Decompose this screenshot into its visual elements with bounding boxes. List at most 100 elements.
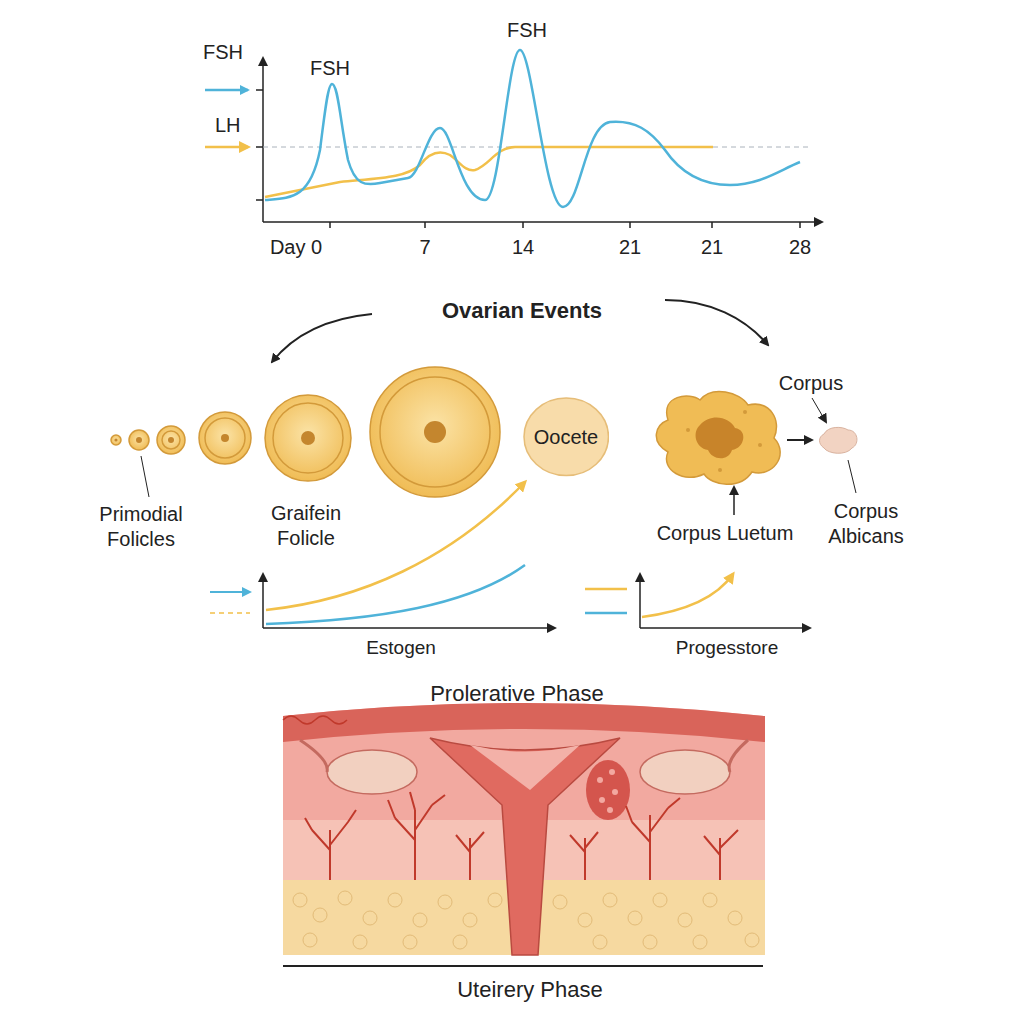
- path-shape: [265, 50, 800, 207]
- path-shape: [642, 574, 733, 617]
- path-shape: [305, 810, 356, 880]
- text-label: Ovarian Events: [442, 297, 602, 325]
- text-label: Day 0: [270, 235, 322, 260]
- circle-shape: [370, 367, 500, 497]
- line-shape: [848, 460, 856, 493]
- circle-shape: [273, 403, 343, 473]
- circle-shape: [743, 410, 747, 414]
- line-shape: [256, 146, 263, 148]
- circle-shape: [603, 893, 617, 907]
- circle-shape: [136, 437, 142, 443]
- circle-shape: [578, 913, 592, 927]
- circle-shape: [593, 935, 607, 949]
- circle-shape: [199, 412, 251, 464]
- path-shape: [283, 703, 765, 742]
- corpus-albicans: [820, 427, 857, 453]
- circle-shape: [301, 431, 315, 445]
- line-shape: [424, 222, 426, 228]
- text-label: FSH: [310, 56, 350, 81]
- g-shape: [597, 769, 618, 813]
- text-label: FSH: [203, 40, 243, 65]
- circle-shape: [265, 395, 351, 481]
- circle-shape: [168, 437, 174, 443]
- line-shape: [256, 89, 263, 91]
- circle-shape: [303, 933, 317, 947]
- ellipse-shape: [640, 750, 730, 794]
- circle-shape: [609, 769, 615, 775]
- line-shape: [711, 222, 713, 228]
- circle-shape: [653, 893, 667, 907]
- circle-shape: [553, 895, 567, 909]
- oocyte-circle: Oocete: [523, 397, 609, 477]
- circle-shape: [293, 893, 307, 907]
- text-label: Prolerative Phase: [430, 680, 604, 708]
- circle-shape: [643, 935, 657, 949]
- line-shape: [210, 612, 250, 614]
- circle-shape: [745, 933, 759, 947]
- circle-shape: [424, 421, 446, 443]
- text-label: LH: [215, 113, 241, 138]
- circle-shape: [612, 789, 618, 795]
- text-label: Estogen: [366, 636, 436, 660]
- text-label: Progesstore: [676, 636, 778, 660]
- line-shape: [812, 398, 826, 422]
- line-shape: [262, 574, 264, 628]
- text-label: Graifein Folicle: [256, 501, 356, 551]
- ellipse-shape: [327, 750, 417, 794]
- uterus-illustration: [283, 703, 765, 955]
- path-shape: [656, 392, 780, 485]
- circle-shape: [162, 431, 180, 449]
- line-shape: [262, 58, 264, 222]
- circle-shape: [403, 935, 417, 949]
- line-shape: [799, 222, 801, 228]
- path-shape: [266, 565, 525, 624]
- hormone-chart: [205, 50, 822, 228]
- circle-shape: [388, 893, 402, 907]
- circle-shape: [599, 797, 605, 803]
- circle-shape: [686, 428, 690, 432]
- circle-shape: [728, 911, 742, 925]
- circle-shape: [221, 434, 229, 442]
- text-label: 28: [789, 235, 811, 260]
- text-label: Primodial Folicles: [76, 502, 206, 552]
- circle-shape: [607, 807, 613, 813]
- path-shape: [665, 300, 768, 345]
- circle-shape: [111, 435, 121, 445]
- circle-shape: [363, 911, 377, 925]
- circle-shape: [703, 893, 717, 907]
- circle-shape: [205, 418, 245, 458]
- path-shape: [570, 832, 598, 880]
- line-shape: [263, 627, 555, 629]
- line-shape: [640, 627, 810, 629]
- path-shape: [729, 740, 748, 772]
- circle-shape: [678, 913, 692, 927]
- line-shape: [585, 612, 627, 615]
- path-shape: [626, 798, 680, 880]
- corpus-luteum: [656, 392, 780, 485]
- line-shape: [787, 439, 812, 441]
- progesterone-chart: [585, 574, 810, 628]
- circle-shape: [628, 911, 642, 925]
- path-shape: [704, 830, 738, 880]
- circle-shape: [413, 913, 427, 927]
- line-shape: [629, 222, 631, 228]
- circle-shape: [157, 426, 185, 454]
- path-shape: [300, 740, 327, 772]
- circle-shape: [338, 891, 352, 905]
- line-shape: [585, 588, 627, 591]
- circle-shape: [380, 377, 490, 487]
- line-shape: [733, 487, 735, 515]
- line-shape: [256, 199, 263, 201]
- circle-shape: [758, 443, 762, 447]
- circle-shape: [597, 777, 603, 783]
- text-label: FSH: [507, 18, 547, 43]
- text-label: Corpus: [779, 371, 843, 396]
- text-label: 21: [619, 235, 641, 260]
- line-shape: [263, 221, 822, 223]
- path-shape: [470, 745, 580, 790]
- g-shape: [305, 792, 738, 880]
- path-shape: [456, 832, 484, 880]
- path-shape: [388, 792, 445, 880]
- circle-shape: [693, 935, 707, 949]
